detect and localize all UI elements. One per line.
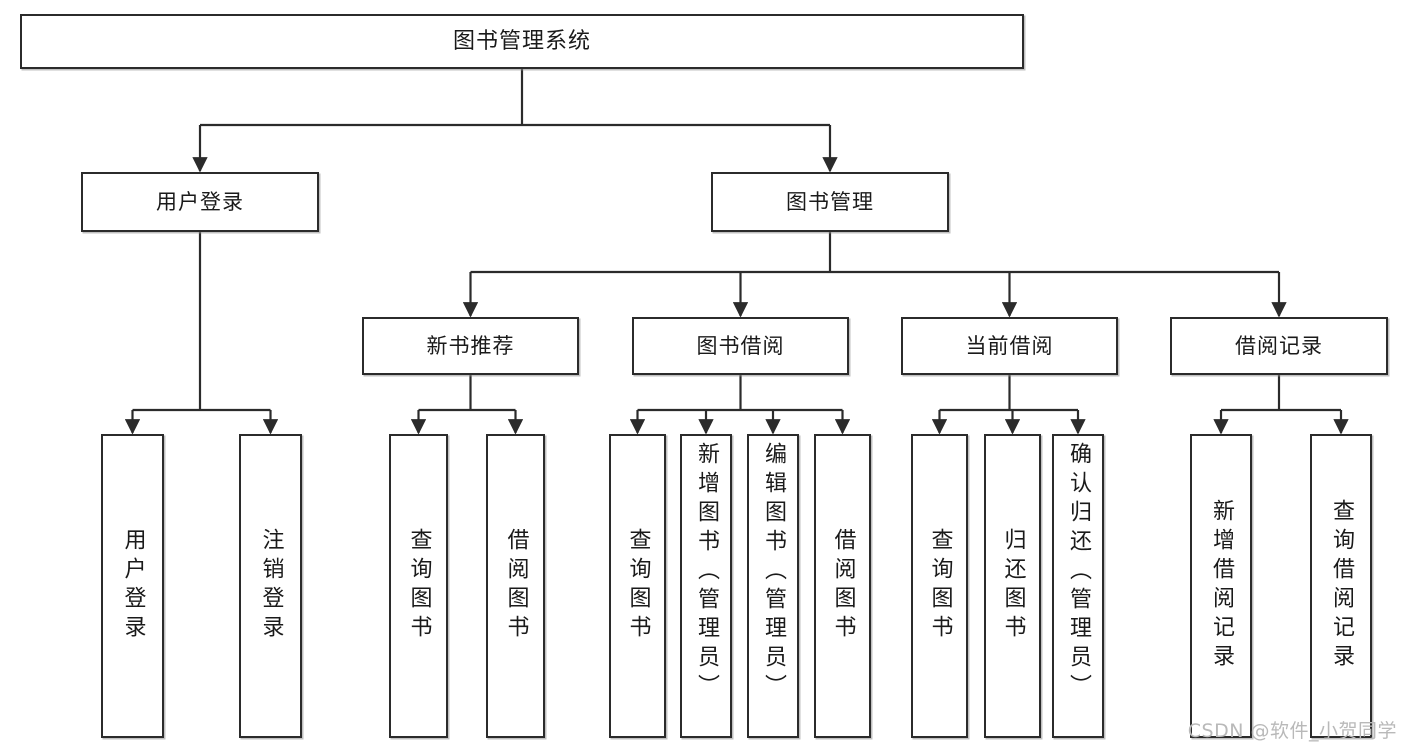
node-leaf_borrow_book_1[interactable]: 借阅图书	[486, 434, 545, 738]
node-leaf_logout-label: 注销登录	[258, 528, 284, 644]
node-leaf_borrow_book_2-label: 借阅图书	[830, 528, 856, 644]
node-leaf_query_book_1[interactable]: 查询图书	[389, 434, 448, 738]
node-leaf_add_record[interactable]: 新增借阅记录	[1190, 434, 1252, 738]
node-book_borrow-label: 图书借阅	[696, 333, 785, 358]
node-leaf_logout[interactable]: 注销登录	[239, 434, 302, 738]
node-leaf_query_book_3[interactable]: 查询图书	[911, 434, 968, 738]
node-leaf_query_record[interactable]: 查询借阅记录	[1310, 434, 1372, 738]
node-leaf_query_book_3-label: 查询图书	[927, 528, 953, 644]
node-leaf_query_record-label: 查询借阅记录	[1329, 499, 1354, 673]
node-leaf_add_record-label: 新增借阅记录	[1209, 499, 1234, 673]
node-user_login[interactable]: 用户登录	[81, 172, 319, 232]
node-borrow_record[interactable]: 借阅记录	[1170, 317, 1388, 375]
node-leaf_user_login-label: 用户登录	[120, 528, 146, 644]
node-current_borrow[interactable]: 当前借阅	[901, 317, 1118, 375]
node-user_login-label: 用户登录	[156, 189, 244, 214]
node-leaf_query_book_2-label: 查询图书	[625, 528, 651, 644]
node-leaf_add_book[interactable]: 新增图书（管理员）	[680, 434, 732, 738]
node-leaf_query_book_2[interactable]: 查询图书	[609, 434, 666, 738]
node-borrow_record-label: 借阅记录	[1235, 333, 1323, 358]
node-book_mgmt-label: 图书管理	[786, 189, 874, 214]
node-book_borrow[interactable]: 图书借阅	[632, 317, 849, 375]
node-leaf_edit_book-label: 编辑图书（管理员）	[761, 442, 786, 703]
node-book_mgmt[interactable]: 图书管理	[711, 172, 949, 232]
node-leaf_add_book-label: 新增图书（管理员）	[694, 442, 719, 703]
node-leaf_query_book_1-label: 查询图书	[406, 528, 432, 644]
node-leaf_borrow_book_1-label: 借阅图书	[503, 528, 529, 644]
node-leaf_user_login[interactable]: 用户登录	[101, 434, 164, 738]
node-new_book_rec[interactable]: 新书推荐	[362, 317, 579, 375]
node-root[interactable]: 图书管理系统	[20, 14, 1024, 69]
node-leaf_confirm_return-label: 确认归还（管理员）	[1066, 442, 1091, 703]
node-leaf_return_book[interactable]: 归还图书	[984, 434, 1041, 738]
node-leaf_borrow_book_2[interactable]: 借阅图书	[814, 434, 871, 738]
node-leaf_confirm_return[interactable]: 确认归还（管理员）	[1052, 434, 1104, 738]
node-root-label: 图书管理系统	[452, 28, 591, 54]
node-leaf_edit_book[interactable]: 编辑图书（管理员）	[747, 434, 799, 738]
node-current_borrow-label: 当前借阅	[965, 333, 1054, 358]
node-leaf_return_book-label: 归还图书	[1000, 528, 1026, 644]
node-new_book_rec-label: 新书推荐	[426, 333, 515, 358]
